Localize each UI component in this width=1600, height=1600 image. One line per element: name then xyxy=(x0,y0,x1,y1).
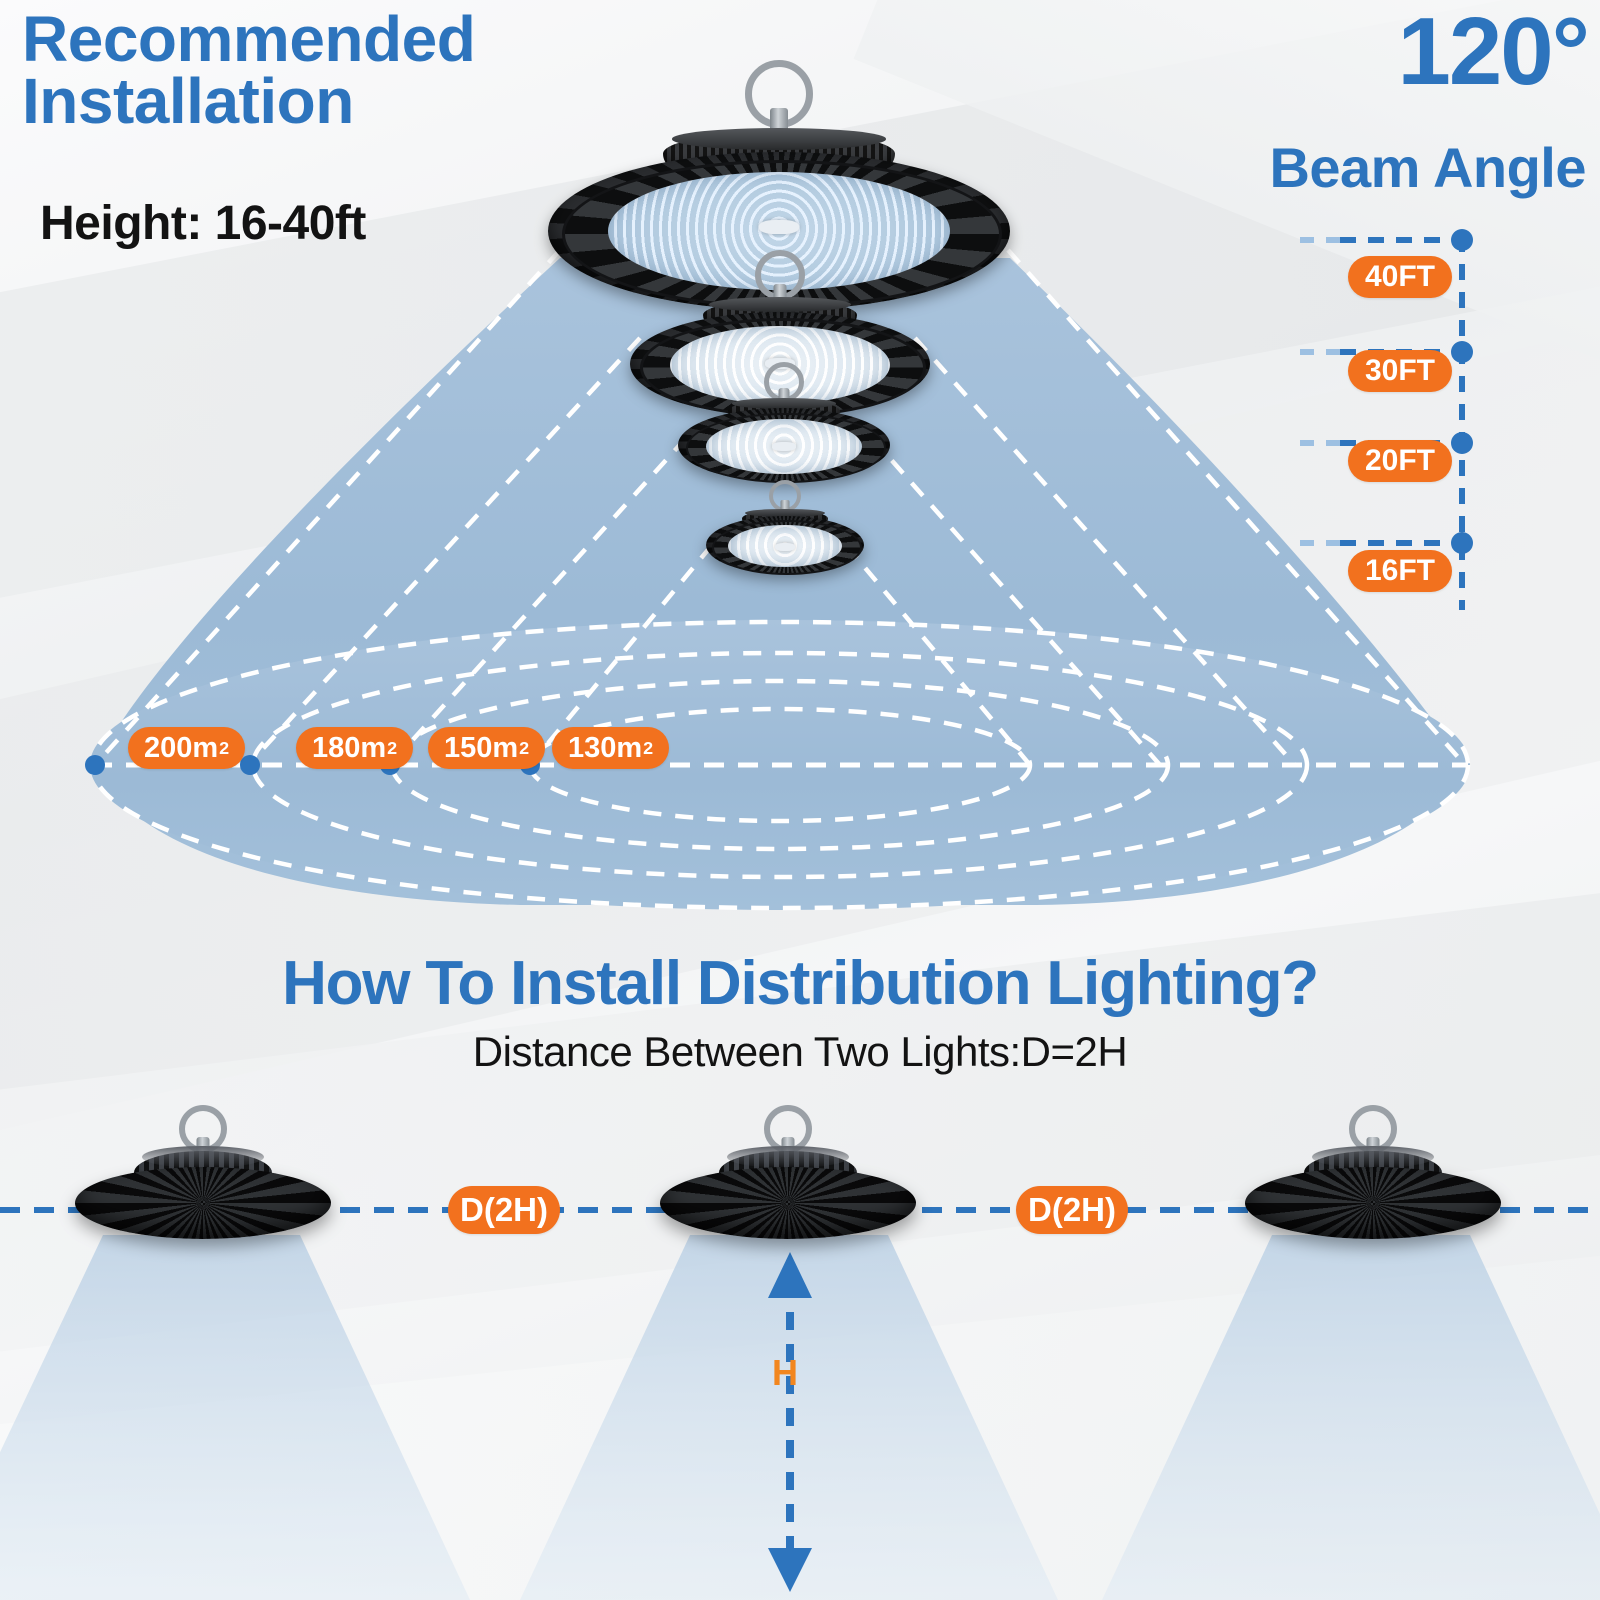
coverage-value: 180m xyxy=(312,731,387,764)
high-bay-light-icon xyxy=(678,362,890,483)
page-title: Recommended Installation xyxy=(22,3,662,138)
title-line-2: Installation xyxy=(22,65,354,138)
lamp-housing xyxy=(660,1167,916,1239)
height-symbol-label: H xyxy=(772,1352,798,1393)
section-title-how-to-install: How To Install Distribution Lighting? xyxy=(282,949,1319,1018)
height-badge-30ft: 30FT xyxy=(1348,350,1452,392)
coverage-value: 200m xyxy=(144,731,219,764)
distance-rule-text: Distance Between Two Lights:D=2H xyxy=(472,1028,1128,1075)
install-height-text: Height: 16-40ft xyxy=(40,197,366,250)
lamp-sensor xyxy=(759,220,799,234)
distance-badge-right: D(2H) xyxy=(1016,1186,1128,1234)
high-bay-light-icon xyxy=(1245,1105,1501,1239)
coverage-value: 150m xyxy=(444,731,519,764)
lamp-stem xyxy=(780,500,790,514)
lamp-housing xyxy=(75,1167,331,1239)
coverage-value: 130m xyxy=(568,731,643,764)
lamp-sensor xyxy=(772,442,796,451)
height-badge-40ft: 40FT xyxy=(1348,256,1452,298)
beam-angle-label: Beam Angle xyxy=(1269,136,1586,199)
title-line-1: Recommended xyxy=(22,3,476,75)
high-bay-light-icon xyxy=(75,1105,331,1239)
lamp-housing xyxy=(1245,1167,1501,1239)
high-bay-light-icon xyxy=(660,1105,916,1239)
lamp-stem xyxy=(778,388,790,406)
lamp-sensor xyxy=(775,543,795,551)
height-badge-16ft: 16FT xyxy=(1348,550,1452,592)
distance-badge-left: D(2H) xyxy=(448,1186,560,1234)
high-bay-light-icon xyxy=(706,480,864,575)
beam-angle-value: 120° xyxy=(1397,0,1590,105)
height-badge-20ft: 20FT xyxy=(1348,440,1452,482)
